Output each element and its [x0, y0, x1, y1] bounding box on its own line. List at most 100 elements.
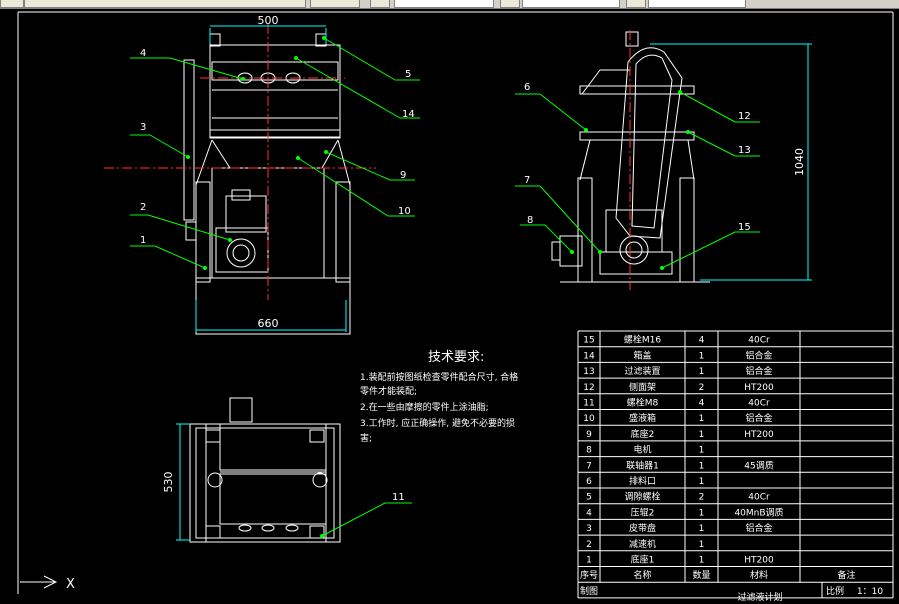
callout-14: 14 [402, 109, 415, 120]
bom-cell-name: 螺栓M8 [627, 397, 659, 409]
bom-cell-no: 12 [583, 383, 594, 393]
dim-500-label: 500 [258, 14, 279, 27]
bom-cell-no: 4 [586, 508, 592, 518]
bom-cell-material: HT200 [744, 430, 774, 440]
dim-660-label: 660 [258, 317, 279, 330]
callout-1: 1 [140, 235, 146, 246]
bom-drawn-by: 制图 [580, 585, 598, 597]
bom-cell-qty: 4 [699, 399, 705, 409]
bom-header-no: 序号 [580, 569, 598, 581]
bom-cell-no: 1 [586, 556, 592, 566]
linetype-icon[interactable] [500, 0, 520, 8]
bom-cell-qty: 2 [699, 493, 705, 503]
bom-cell-name: 箱盖 [633, 349, 651, 361]
bom-cell-name: 盛液箱 [629, 412, 656, 424]
dimension-530 [176, 423, 190, 541]
bom-cell-qty: 1 [699, 446, 705, 456]
bom-cell-qty: 1 [699, 508, 705, 518]
bom-cell-material: HT200 [744, 556, 774, 566]
requirement-line-2: 2.在一些由摩擦的零件上涂油脂; [360, 401, 489, 413]
callout-12: 12 [738, 111, 751, 122]
callout-8: 8 [527, 215, 533, 226]
toolbar-combo[interactable] [24, 0, 306, 8]
callout-2: 2 [140, 202, 146, 213]
bom-cell-no: 9 [586, 430, 592, 440]
bom-cell-no: 14 [583, 351, 595, 361]
bom-cell-material: 45调质 [744, 459, 773, 471]
match-icon[interactable] [370, 0, 390, 8]
callout-15: 15 [738, 222, 751, 233]
bom-cell-name: 联轴器1 [626, 459, 659, 471]
plan-leader-dot [320, 534, 324, 538]
callout-11: 11 [392, 492, 405, 503]
front-view [183, 33, 351, 335]
dimension-1040 [650, 43, 812, 281]
bom-cell-name: 螺栓M16 [624, 334, 661, 346]
callout-4: 4 [140, 48, 146, 59]
color-combo[interactable] [394, 0, 494, 8]
requirements-title: 技术要求: [428, 350, 484, 365]
dimension-660 [195, 300, 347, 332]
bom-cell-no: 3 [586, 524, 592, 534]
bom-cell-no: 10 [583, 414, 595, 424]
bom-cell-name: 过滤装置 [624, 365, 660, 377]
side-view [551, 31, 710, 283]
tech-requirements: 技术要求: 1.装配前按图纸检查零件配合尺寸, 合格 零件才能装配; 2.在一些… [360, 350, 518, 444]
bom-cell-material: 40MnB调质 [734, 506, 783, 518]
plan-leaders [321, 502, 412, 537]
callout-5: 5 [405, 69, 411, 80]
bom-drawing-title: 过滤液计划 [737, 591, 782, 603]
lineweight-icon[interactable] [626, 0, 646, 8]
bom-cell-qty: 1 [699, 477, 705, 487]
dim-530-label: 530 [162, 472, 175, 493]
bom-cell-qty: 1 [699, 367, 705, 377]
bom-cell-name: 底座1 [631, 554, 655, 566]
cad-toolbar [0, 0, 899, 9]
bom-header-note: 备注 [837, 569, 855, 581]
bom-cell-material: 铝合金 [745, 522, 772, 534]
callout-9: 9 [400, 170, 406, 181]
bom-cell-name: 减速机 [629, 538, 656, 550]
bom-scale-label: 比例 [826, 585, 844, 597]
bom-cell-name: 调隙螺栓 [624, 491, 660, 503]
callout-10: 10 [398, 206, 411, 217]
layer-icon[interactable] [310, 0, 360, 8]
bom-cell-qty: 1 [699, 524, 705, 534]
bom-cell-material: 铝合金 [745, 349, 772, 361]
callout-13: 13 [738, 145, 751, 156]
requirement-line-3b: 害; [360, 432, 372, 444]
requirement-line-1a: 1.装配前按图纸检查零件配合尺寸, 合格 [360, 371, 518, 383]
bom-cell-qty: 1 [699, 540, 705, 550]
front-leaders [130, 37, 420, 269]
bom-cell-no: 6 [586, 477, 592, 487]
bom-cell-name: 皮带盘 [629, 522, 656, 534]
bom-cell-name: 排料口 [629, 475, 656, 487]
plan-view [189, 397, 341, 543]
linetype-combo[interactable] [522, 0, 620, 8]
drawing-canvas[interactable]: 500 660 4 3 2 1 5 14 9 10 [0, 8, 899, 604]
bom-cell-material: 铝合金 [745, 412, 772, 424]
bom-cell-no: 2 [586, 540, 592, 550]
bom-cell-no: 15 [583, 336, 594, 346]
requirement-line-3a: 3.工作时, 应正确操作, 避免不必要的损 [360, 417, 515, 429]
callout-6: 6 [524, 82, 530, 93]
ucs-icon [20, 575, 58, 589]
bom-cell-qty: 1 [699, 461, 705, 471]
side-leaders [515, 91, 760, 269]
ucs-x-label: X [66, 577, 75, 592]
dimension-500 [209, 25, 327, 44]
bom-cell-qty: 1 [699, 430, 705, 440]
lineweight-combo[interactable] [648, 0, 746, 8]
bom-cell-name: 底座2 [631, 428, 655, 440]
bom-cell-no: 11 [583, 399, 594, 409]
side-leader-dots [570, 90, 690, 270]
dim-1040-label: 1040 [793, 148, 806, 176]
callout-3: 3 [140, 122, 146, 133]
bom-header-qty: 数量 [692, 569, 710, 581]
bom-cell-qty: 1 [699, 556, 705, 566]
bom-cell-material: HT200 [744, 383, 774, 393]
bom-cell-name: 侧面架 [629, 381, 656, 393]
bom-cell-material: 40Cr [748, 336, 770, 346]
toolbar-button[interactable] [0, 0, 24, 8]
